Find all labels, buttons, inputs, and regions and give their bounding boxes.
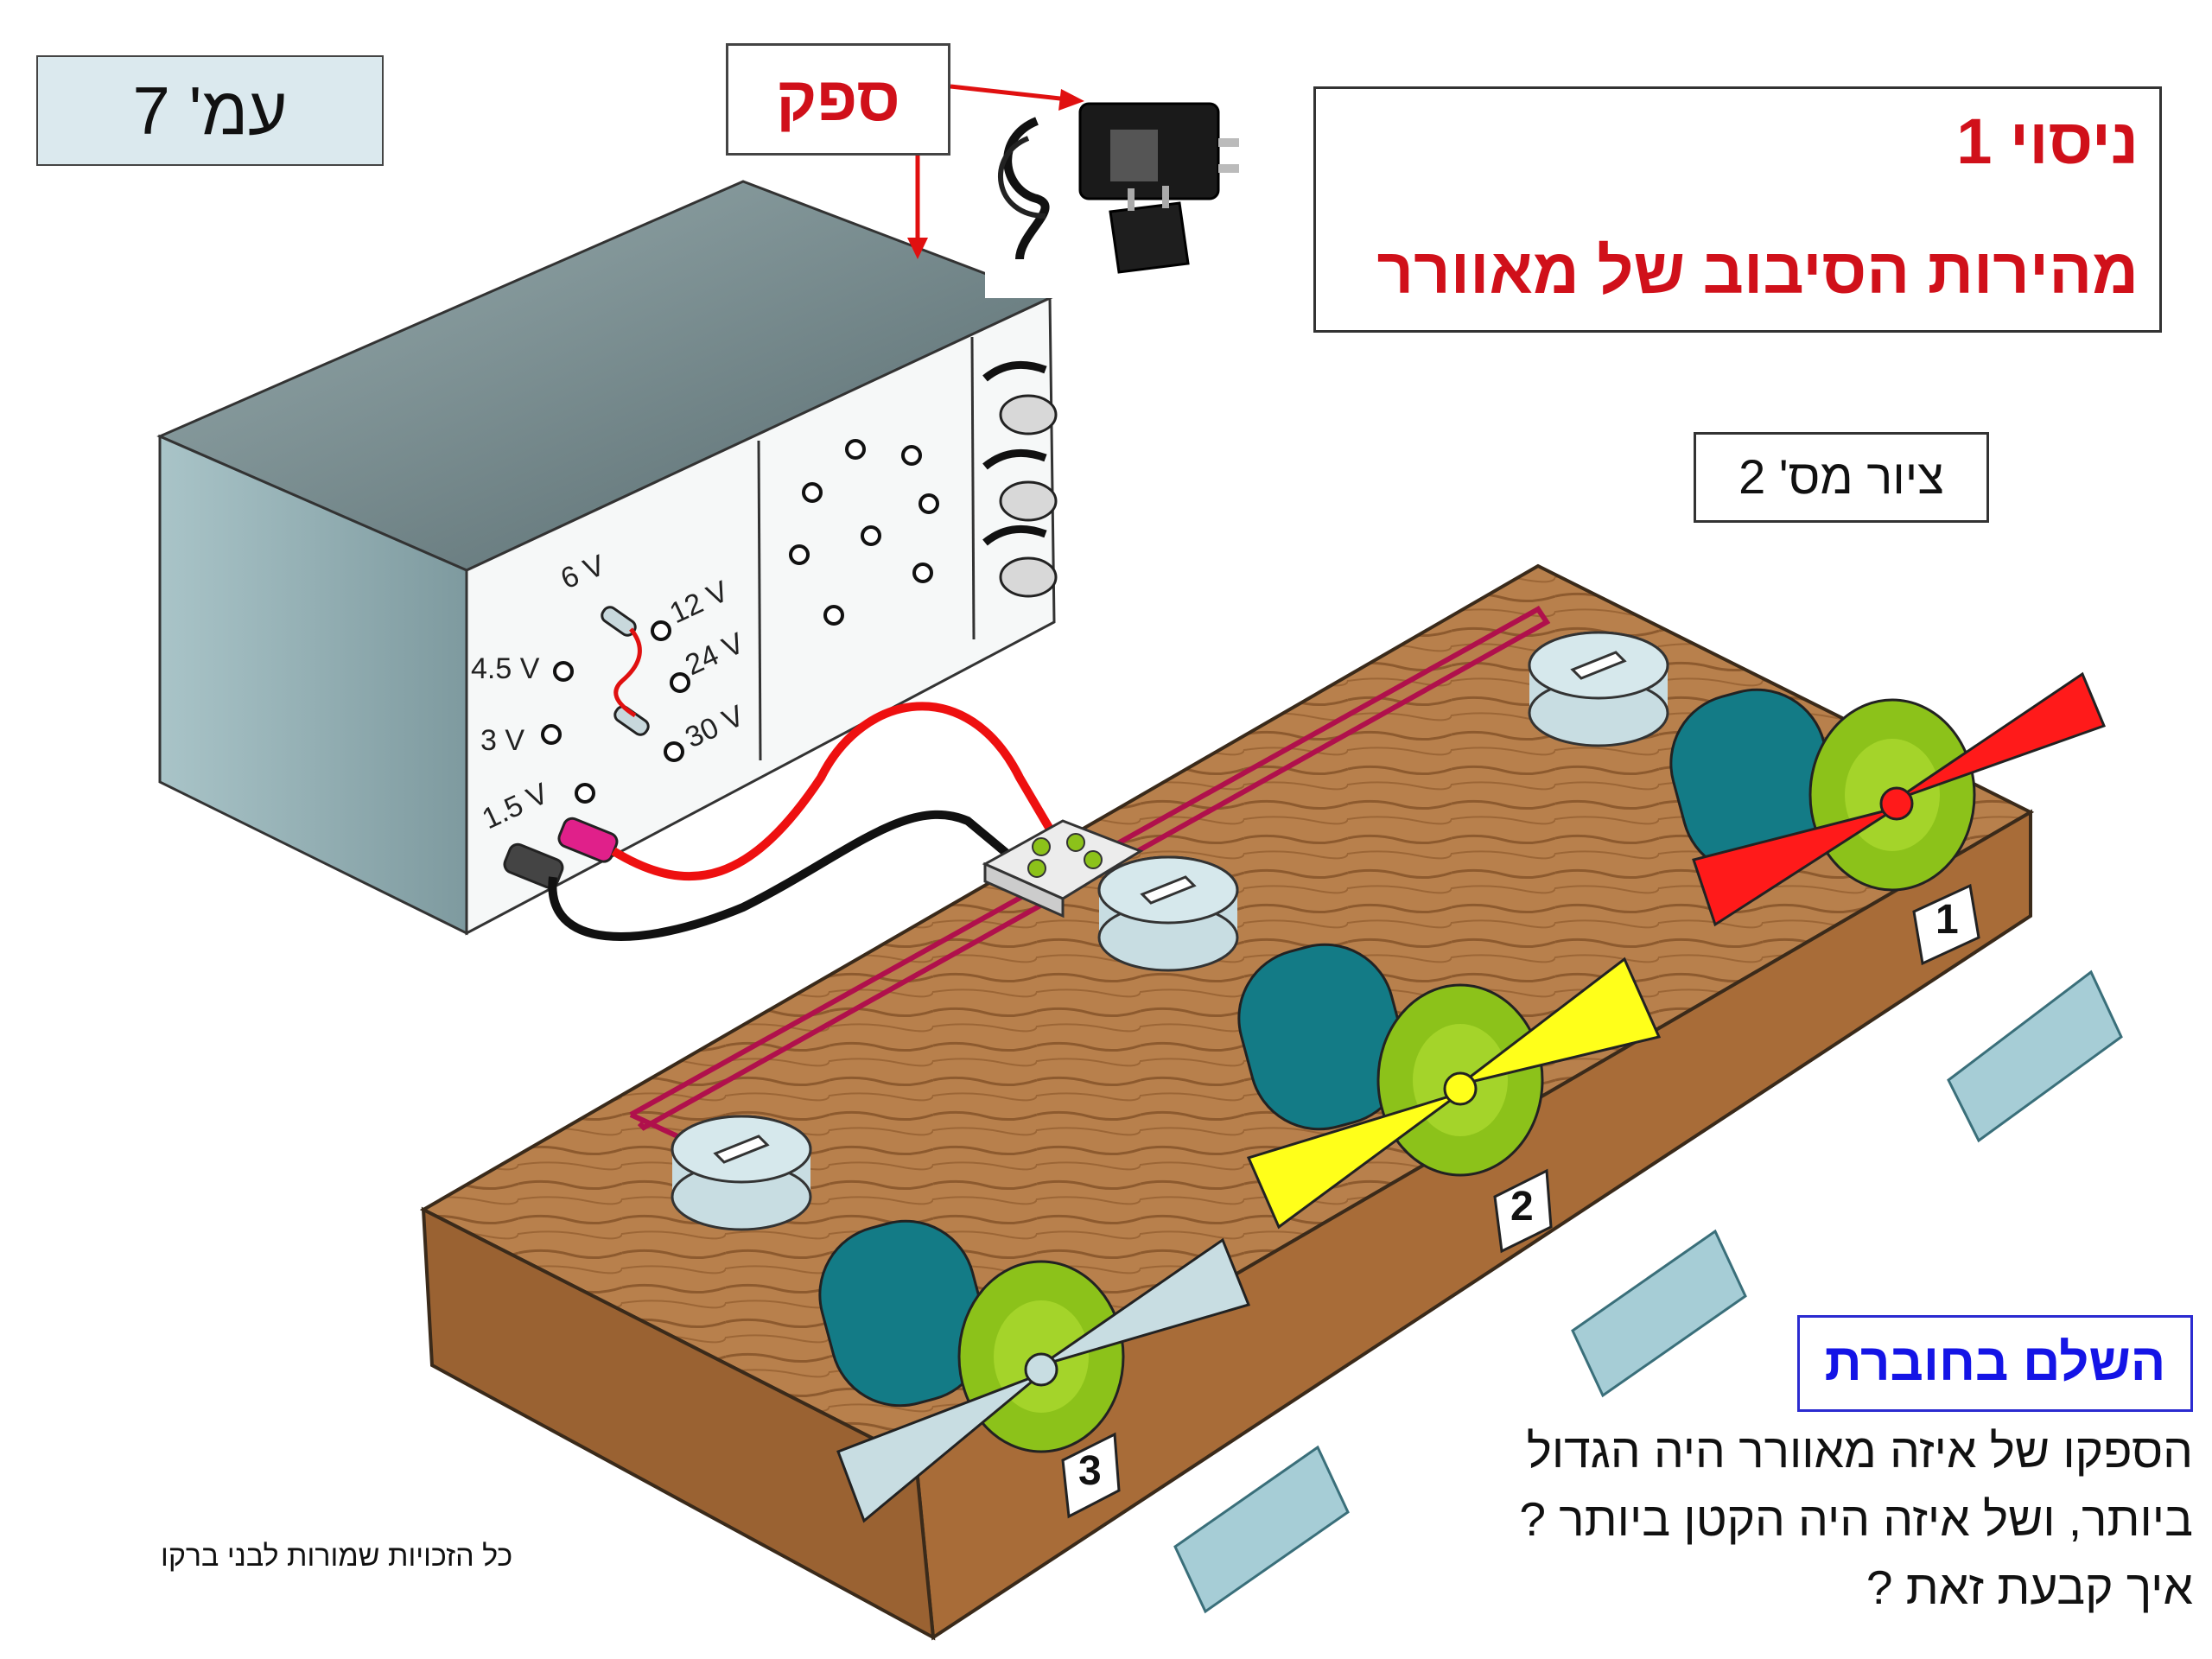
fan-1	[1669, 671, 2106, 927]
question-text: הספקו של איזה מאוורר היה הגדול ביותר, וש…	[1415, 1417, 2193, 1622]
fan-number-tags: 1 2 3	[1061, 883, 1980, 1519]
complete-in-workbook-label: השלם בחוברת	[1797, 1315, 2193, 1412]
question-line-3: איך קבעת זאת ?	[1866, 1560, 2193, 1614]
wooden-board	[419, 563, 2035, 1641]
experiment-title: מהירות הסיבוב של מאוורר	[1376, 235, 2139, 307]
knob-icons	[982, 360, 1058, 598]
question-line-2: ביותר, ושל איזה היה הקטן ביותר ?	[1519, 1492, 2193, 1546]
power-supply-box: 6 V 12 V 4.5 V 24 V 3 V 30 V 1.5 V	[156, 180, 1058, 936]
fan-3-number: 3	[1078, 1448, 1102, 1494]
fan-3-blade-upper	[1040, 1237, 1251, 1367]
title-box: ניסוי 1 מהירות הסיבוב של מאוורר	[1313, 86, 2162, 333]
terminal-holes	[541, 439, 939, 804]
label-3v: 3 V	[480, 724, 524, 757]
experiment-number: ניסוי 1	[1956, 105, 2139, 177]
fan-1-blade-lower	[1692, 806, 1897, 927]
fan-1-blade-upper	[1896, 671, 2106, 801]
output-plugs	[503, 817, 619, 889]
fan-3	[818, 1219, 1251, 1523]
copyright-notice: כל הזכויות שמורות לבני ברקו	[161, 1540, 513, 1573]
power-adapter-icon	[997, 102, 1239, 260]
board-left	[421, 1206, 936, 1641]
red-arrow-icon	[907, 84, 1084, 259]
red-wire	[611, 702, 1067, 881]
floor-shapes	[1173, 969, 2123, 1614]
fan-2-number: 2	[1510, 1184, 1534, 1230]
fan-2	[1237, 943, 1662, 1230]
terminal-block	[982, 819, 1144, 918]
fan-3-blade-lower	[836, 1372, 1042, 1523]
label-4-5v: 4.5 V	[471, 652, 540, 685]
fan-2-blade-lower	[1246, 1091, 1461, 1230]
switch-1	[1528, 631, 1669, 747]
switch-3	[671, 1115, 812, 1231]
fan-1-number: 1	[1936, 897, 1959, 943]
question-line-1: הספקו של איזה מאוורר היה הגדול	[1526, 1424, 2193, 1478]
fan-2-blade-upper	[1459, 957, 1662, 1086]
black-wire	[548, 810, 1023, 941]
switch-2	[1097, 855, 1239, 972]
plug-adapter-icon	[1109, 186, 1190, 274]
figure-label: ציור מס' 2	[1694, 432, 1989, 523]
voltage-jumper	[601, 606, 650, 736]
page-number-label: עמ' 7	[36, 55, 384, 166]
supply-label: ספק	[726, 43, 950, 156]
